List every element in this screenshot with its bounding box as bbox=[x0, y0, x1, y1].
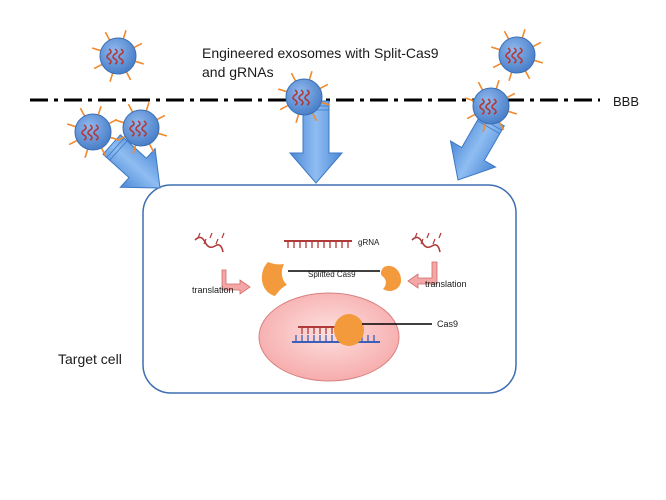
target-cell-label: Target cell bbox=[58, 351, 122, 367]
cas9-label: Cas9 bbox=[437, 319, 458, 329]
cas9-complex bbox=[334, 314, 364, 346]
title-line-1: Engineered exosomes with Split-Cas9 bbox=[202, 45, 439, 61]
exosome bbox=[464, 79, 518, 133]
uptake-arrow bbox=[102, 134, 161, 189]
exosome-group bbox=[66, 28, 544, 159]
translation-label-left: translation bbox=[192, 285, 234, 295]
nucleus bbox=[258, 292, 400, 382]
exosome bbox=[66, 105, 120, 159]
exosome bbox=[91, 29, 145, 83]
exosome bbox=[490, 28, 544, 82]
grna-label: gRNA bbox=[358, 238, 380, 247]
grna-strand bbox=[284, 240, 352, 248]
title-line-2: and gRNAs bbox=[202, 64, 274, 80]
translation-arrow-right bbox=[407, 261, 438, 289]
exosome bbox=[114, 101, 168, 155]
bbb-label: BBB bbox=[613, 94, 639, 109]
split-cas9-left-half bbox=[261, 262, 287, 296]
rna-fragment bbox=[411, 232, 442, 253]
target-cell bbox=[142, 184, 517, 394]
translation-arrow-left bbox=[221, 269, 251, 295]
translation-label-right: translation bbox=[425, 279, 467, 289]
rna-fragment bbox=[194, 232, 225, 253]
splitted-cas9-label: Splitted Cas9 bbox=[308, 270, 356, 279]
cell-rna-group bbox=[194, 232, 442, 253]
exosome bbox=[277, 70, 331, 124]
split-cas9-right-half bbox=[380, 265, 402, 291]
uptake-arrows bbox=[102, 100, 505, 189]
